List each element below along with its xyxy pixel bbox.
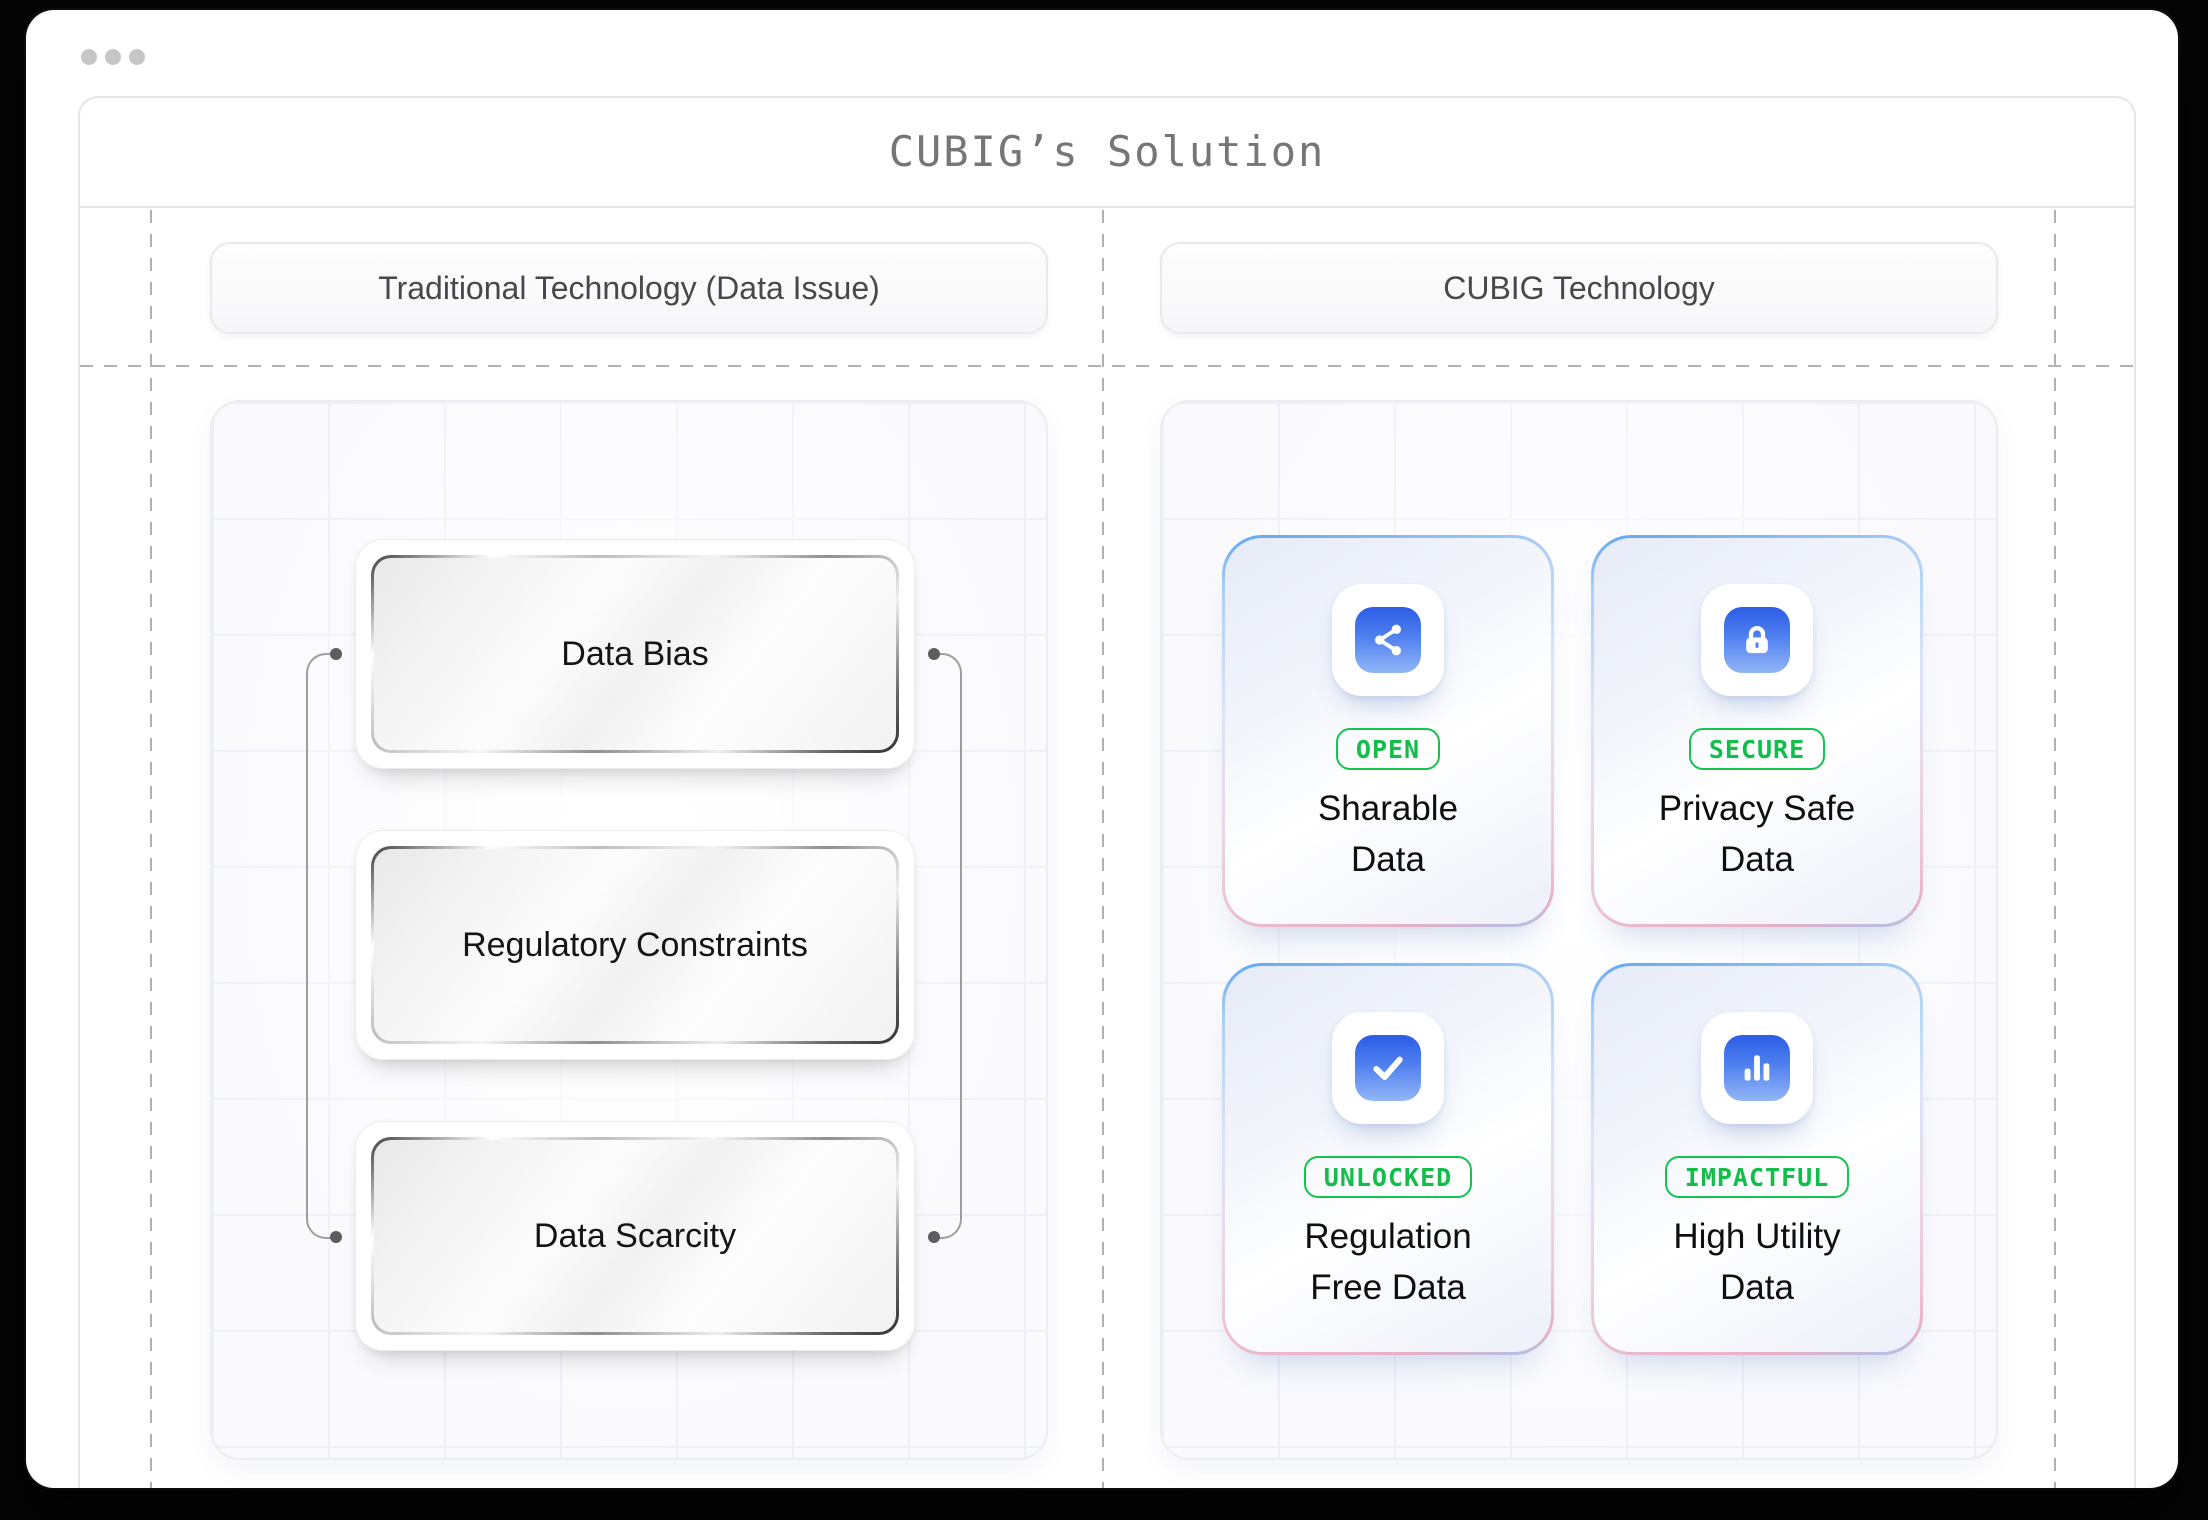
connector-bracket-left: [306, 653, 338, 1239]
icon-tile: [1701, 584, 1813, 696]
status-badge: UNLOCKED: [1303, 1156, 1473, 1198]
dashed-separator-vertical-center: [1102, 210, 1104, 1488]
problem-box-regulatory-constraints: Regulatory Constraints: [355, 830, 915, 1060]
card-title: Sharable Data: [1317, 789, 1459, 879]
card-title: Privacy Safe Data: [1658, 789, 1856, 879]
icon-tile: [1701, 1012, 1813, 1124]
dashed-separator-vertical-right: [2054, 210, 2056, 1488]
connector-dot: [330, 1231, 342, 1243]
status-badge: SECURE: [1688, 728, 1826, 770]
solution-card-high-utility-data: IMPACTFUL High Utility Data: [1591, 963, 1923, 1355]
column-header-traditional-label: Traditional Technology (Data Issue): [378, 269, 880, 306]
page-title: CUBIG’s Solution: [888, 126, 1326, 176]
diagram-frame: [78, 96, 2136, 1488]
share-icon: [1355, 607, 1421, 673]
solution-card-regulation-free-data: UNLOCKED Regulation Free Data: [1222, 963, 1554, 1355]
solution-card-sharable-data: OPEN Sharable Data: [1222, 535, 1554, 927]
problem-box-label: Regulatory Constraints: [374, 849, 896, 1041]
window-controls: [81, 49, 145, 65]
lock-icon: [1724, 607, 1790, 673]
icon-tile: [1332, 584, 1444, 696]
connector-dot: [928, 648, 940, 660]
problem-box-label: Data Scarcity: [374, 1140, 896, 1332]
connector-dot: [330, 648, 342, 660]
problem-box-data-scarcity: Data Scarcity: [355, 1121, 915, 1351]
status-badge: IMPACTFUL: [1664, 1156, 1850, 1198]
card-title: Regulation Free Data: [1304, 1217, 1472, 1307]
icon-tile: [1332, 1012, 1444, 1124]
solution-card-privacy-safe-data: SECURE Privacy Safe Data: [1591, 535, 1923, 927]
bar-chart-icon: [1724, 1035, 1790, 1101]
dashed-separator-horizontal: [80, 365, 2134, 367]
column-header-cubig: CUBIG Technology: [1160, 242, 1998, 334]
status-badge: OPEN: [1335, 728, 1441, 770]
dashed-separator-vertical-left: [150, 210, 152, 1488]
problem-box-label: Data Bias: [374, 558, 896, 750]
column-header-traditional: Traditional Technology (Data Issue): [210, 242, 1048, 334]
connector-bracket-right: [930, 653, 962, 1239]
close-window-icon[interactable]: [81, 49, 97, 65]
column-header-cubig-label: CUBIG Technology: [1443, 269, 1715, 306]
minimize-window-icon[interactable]: [105, 49, 121, 65]
problem-box-data-bias: Data Bias: [355, 539, 915, 769]
check-icon: [1355, 1035, 1421, 1101]
card-title: High Utility Data: [1673, 1217, 1841, 1307]
connector-dot: [928, 1231, 940, 1243]
maximize-window-icon[interactable]: [129, 49, 145, 65]
diagram-title-row: CUBIG’s Solution: [78, 96, 2136, 208]
